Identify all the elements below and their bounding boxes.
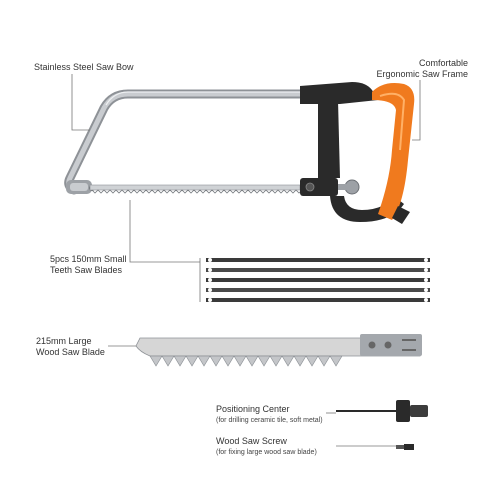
large-wood-blade: [135, 334, 422, 367]
small-blade: [206, 278, 430, 282]
leader-lines: [71, 74, 421, 447]
large-blade-label-line2: Wood Saw Blade: [36, 347, 105, 357]
frame-label-line1: Comfortable: [418, 58, 468, 68]
wood-saw-screw: [396, 444, 414, 450]
small-blade: [206, 298, 430, 302]
saw-bow-label: Stainless Steel Saw Bow: [34, 62, 134, 72]
saw-frame: [300, 82, 415, 224]
small-blade: [206, 268, 430, 272]
small-blade: [206, 258, 430, 262]
wood-saw-screw-label: Wood Saw Screw: [216, 436, 287, 446]
positioning-center-note: (for drilling ceramic tile, soft metal): [216, 417, 323, 424]
wood-saw-screw-note: (for fixing large wood saw blade): [216, 449, 317, 456]
positioning-center-label: Positioning Center: [216, 404, 290, 414]
small-blades: [206, 258, 430, 302]
mounted-blade: [89, 184, 327, 194]
frame-label-line2: Ergonomic Saw Frame: [376, 69, 468, 79]
positioning-center: [336, 400, 428, 422]
small-blades-label-line1: 5pcs 150mm Small: [50, 254, 127, 264]
saw-bow: [64, 89, 310, 195]
small-blade: [206, 288, 430, 292]
small-blades-label-line2: Teeth Saw Blades: [50, 265, 123, 275]
large-blade-label-line1: 215mm Large: [36, 336, 92, 346]
